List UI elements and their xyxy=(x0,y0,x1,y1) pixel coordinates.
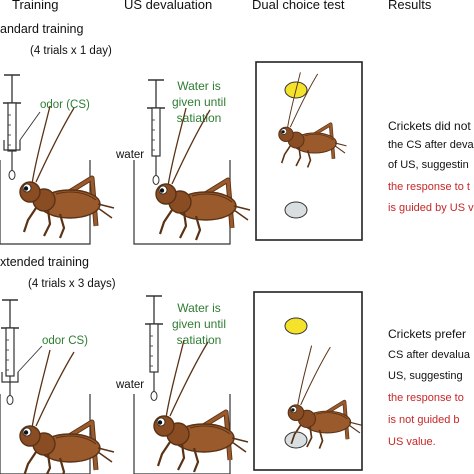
extended-devaluation-cricket xyxy=(154,340,248,472)
extended-choice-arena xyxy=(253,291,363,471)
standard-devaluation-cricket xyxy=(156,108,250,240)
header-training: Training xyxy=(12,0,59,12)
standard-water-label: water xyxy=(116,149,145,161)
extended-training-container xyxy=(0,394,91,474)
extended-trials-label: (4 trials x 3 days) xyxy=(28,278,116,290)
standard-devaluation-syringe xyxy=(146,79,166,186)
standard-result-line5: is guided by US v xyxy=(388,202,474,214)
extended-result-line4: the response to xyxy=(388,392,464,404)
extended-cs-dish xyxy=(284,431,308,449)
extended-training-syringe xyxy=(0,299,20,406)
extended-training-title: xtended training xyxy=(0,255,89,269)
standard-odor-pointer xyxy=(19,111,41,141)
header-dual-choice-test: Dual choice test xyxy=(252,0,345,12)
standard-water-note-line2: given until xyxy=(171,95,227,109)
extended-result-line1: Crickets prefer xyxy=(388,327,467,341)
standard-result-line2: the CS after deva xyxy=(388,139,474,151)
standard-training-cricket xyxy=(20,106,114,238)
standard-water-note-line3: satiation xyxy=(176,111,222,125)
standard-water-note: Water is given until satiation xyxy=(166,78,232,126)
extended-odor-holder xyxy=(1,372,19,383)
extended-result-line2: CS after devalua xyxy=(388,349,470,361)
extended-result-line6: US value. xyxy=(388,436,436,448)
extended-odor-pointer xyxy=(17,345,43,373)
extended-water-note-line3: satiation xyxy=(176,333,222,347)
standard-result-line4: the response to t xyxy=(388,181,470,193)
extended-result-line3: US, suggesting xyxy=(388,370,463,382)
header-results: Results xyxy=(388,0,432,12)
extended-devaluation-syringe xyxy=(144,295,164,402)
extended-water-note-line1: Water is xyxy=(177,301,221,315)
standard-result-line3: of US, suggestin xyxy=(388,159,469,171)
standard-water-note-line1: Water is xyxy=(177,79,221,93)
extended-training-cricket xyxy=(20,350,114,474)
extended-control-dish xyxy=(284,317,308,335)
standard-result-line1: Crickets did not xyxy=(388,119,471,133)
extended-water-label: water xyxy=(116,379,145,391)
extended-result-line5: is not guided b xyxy=(388,414,460,426)
extended-odor-label: odor CS) xyxy=(42,335,89,347)
standard-trials-label: (4 trials x 1 day) xyxy=(30,45,112,57)
extended-water-note: Water is given until satiation xyxy=(166,300,232,348)
standard-training-syringe xyxy=(2,74,22,181)
standard-odor-holder xyxy=(3,140,21,151)
standard-cs-dish xyxy=(284,201,308,219)
header-us-devaluation: US devaluation xyxy=(124,0,213,12)
standard-training-title: andard training xyxy=(0,22,84,36)
extended-water-note-line2: given until xyxy=(171,317,227,331)
standard-odor-label: odor (CS) xyxy=(40,99,90,111)
